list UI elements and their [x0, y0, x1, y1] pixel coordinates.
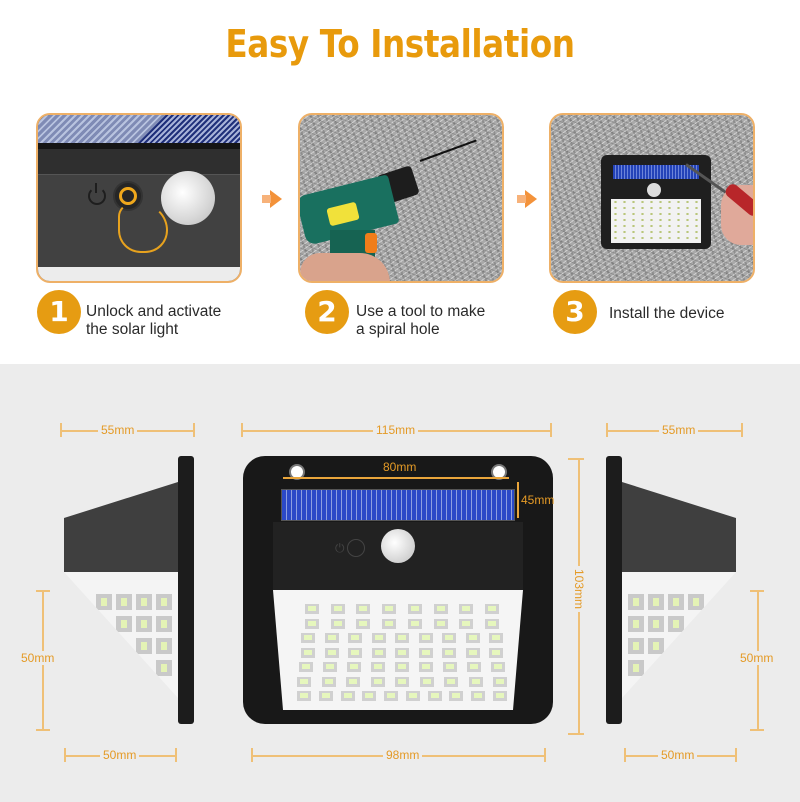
led — [668, 594, 684, 610]
solar-panel — [613, 165, 699, 179]
led — [156, 616, 172, 632]
dim-tick — [36, 729, 50, 731]
led-row — [297, 662, 507, 676]
led — [628, 594, 644, 610]
motion-sensor — [381, 529, 415, 563]
led-row — [297, 647, 507, 662]
led — [668, 616, 684, 632]
led-row — [297, 618, 507, 633]
motion-sensor — [161, 171, 215, 225]
left-depth-top-label: 55mm — [98, 423, 138, 437]
step-2-line-2: a spiral hole — [356, 321, 440, 338]
power-button — [347, 539, 365, 557]
led — [628, 638, 644, 654]
solar-width-line — [283, 477, 509, 479]
led — [688, 594, 704, 610]
led — [136, 616, 152, 632]
led-grid — [297, 604, 507, 706]
led-row — [297, 691, 507, 705]
dim-tick — [544, 748, 546, 762]
led — [648, 594, 664, 610]
dim-tick — [193, 423, 195, 437]
front-height-label: 103mm — [572, 565, 587, 613]
step-2-text: Use a tool to make a spiral hole — [356, 303, 485, 339]
led — [628, 660, 644, 676]
led — [156, 594, 172, 610]
drill-trigger — [365, 233, 377, 253]
led — [116, 616, 132, 632]
motion-sensor — [647, 183, 661, 197]
panel-edge — [38, 143, 240, 149]
dim-tick — [251, 748, 253, 762]
step-2-image — [298, 113, 504, 283]
housing-bottom — [38, 267, 240, 281]
step-3-text: Install the device — [609, 305, 724, 323]
led — [96, 594, 112, 610]
arrow-right-icon — [262, 190, 282, 208]
step-3-badge: 3 — [553, 290, 597, 334]
front-bottom-width-label: 98mm — [383, 748, 423, 762]
hand — [300, 253, 390, 281]
step-1-line-1: Unlock and activate — [86, 303, 222, 320]
front-view-solar-light: ⏻ — [243, 456, 553, 724]
step-2-line-1: Use a tool to make — [356, 303, 486, 320]
dim-tick — [624, 748, 626, 762]
step-1-badge: 1 — [37, 290, 81, 334]
dim-tick — [741, 423, 743, 437]
step-1-image — [36, 113, 242, 283]
dim-tick — [241, 423, 243, 437]
dim-tick — [606, 423, 608, 437]
right-side-mount-plate — [606, 456, 622, 724]
led-row — [297, 633, 507, 647]
power-icon: ⏻ — [335, 541, 345, 555]
right-depth-bottom-label: 50mm — [658, 748, 698, 762]
solar-panel — [281, 489, 515, 521]
led — [136, 594, 152, 610]
left-depth-bottom-label: 50mm — [100, 748, 140, 762]
dim-tick — [750, 729, 764, 731]
power-icon — [88, 183, 106, 205]
led — [156, 638, 172, 654]
led — [136, 638, 152, 654]
led — [648, 638, 664, 654]
led — [628, 616, 644, 632]
pointing-hand-icon — [118, 203, 168, 253]
step-3-image — [549, 113, 755, 283]
step-1-text: Unlock and activate the solar light — [86, 303, 221, 339]
solar-height-line — [517, 482, 519, 518]
step-3-line-1: Install the device — [609, 305, 725, 322]
led-panel — [273, 590, 523, 710]
left-side-mount-plate — [178, 456, 194, 724]
led-array — [611, 199, 701, 243]
step-1-line-2: the solar light — [86, 321, 179, 338]
led — [156, 660, 172, 676]
dim-tick — [750, 590, 764, 592]
led-row — [297, 604, 507, 618]
dim-tick — [36, 590, 50, 592]
solar-height-label: 45mm — [521, 493, 555, 507]
dim-tick — [568, 733, 584, 735]
dim-tick — [735, 748, 737, 762]
arrow-right-icon — [517, 190, 537, 208]
dim-tick — [64, 748, 66, 762]
front-width-label: 115mm — [373, 423, 419, 437]
led — [116, 594, 132, 610]
mount-hole — [289, 464, 305, 480]
mount-hole — [491, 464, 507, 480]
dim-tick — [550, 423, 552, 437]
concrete-wall — [551, 115, 753, 281]
left-height-label: 50mm — [18, 651, 58, 665]
page-title: Easy To Installation — [225, 22, 575, 66]
right-height-label: 50mm — [737, 651, 777, 665]
led — [648, 616, 664, 632]
dim-tick — [60, 423, 62, 437]
led-row — [297, 676, 507, 691]
dim-tick — [175, 748, 177, 762]
housing-top — [38, 149, 240, 175]
step-2-badge: 2 — [305, 290, 349, 334]
right-depth-top-label: 55mm — [659, 423, 699, 437]
solar-width-label: 80mm — [383, 460, 417, 474]
dim-tick — [568, 458, 584, 460]
